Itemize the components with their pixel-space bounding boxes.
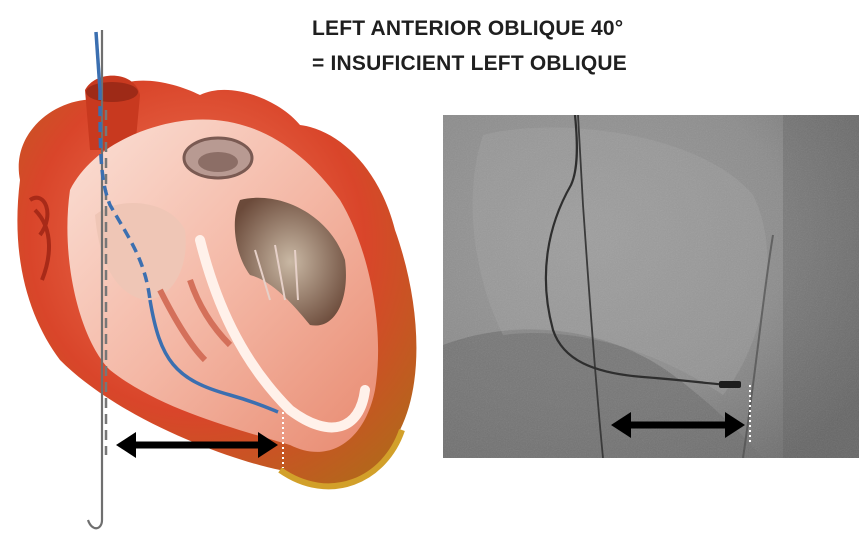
fluoroscopy-image bbox=[443, 115, 859, 458]
xray-lead-tip bbox=[719, 381, 741, 388]
aorta-opening bbox=[86, 82, 138, 102]
valve-leaflet bbox=[198, 152, 238, 172]
heart-illustration bbox=[0, 0, 440, 535]
